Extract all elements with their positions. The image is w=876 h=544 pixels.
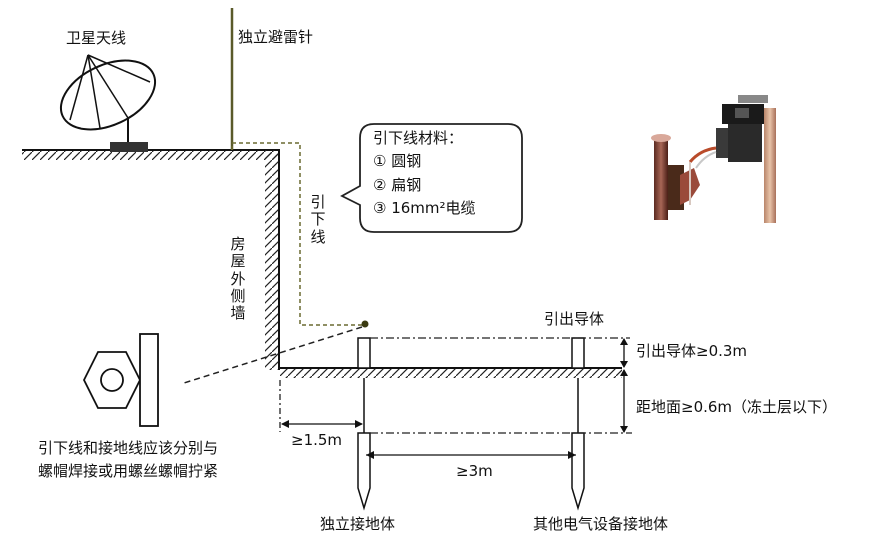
satellite-antenna-label: 卫星天线 — [66, 29, 127, 47]
ground-electrode-left — [357, 337, 371, 511]
dimension-wall-distance — [279, 380, 363, 432]
wall-distance-label: ≥1.5m — [291, 431, 343, 449]
callout-item-3: ③ 16mm²电缆 — [373, 198, 476, 217]
callout-bubble — [340, 123, 523, 233]
lead-conductor-label: 引出导体 — [544, 310, 605, 328]
nut-note-line2: 螺帽焊接或用螺丝螺帽拧紧 — [38, 462, 219, 481]
dimension-lead-height — [620, 338, 628, 368]
house-wall — [265, 150, 280, 370]
dimension-electrode-spacing — [366, 451, 576, 459]
electrode-spacing-label: ≥3m — [456, 462, 493, 480]
lead-height-label: 引出导体≥0.3m — [636, 342, 748, 360]
down-conductor-line — [231, 142, 364, 326]
depth-label: 距地面≥0.6m（冻土层以下） — [636, 398, 838, 416]
connection-point — [361, 320, 369, 328]
ground-clamp-photo — [651, 95, 776, 223]
callout-item-1: ① 圆钢 — [373, 152, 422, 171]
nut-washer-icon — [82, 333, 159, 427]
leader-line — [183, 326, 363, 384]
ground-left-label: 独立接地体 — [320, 515, 396, 533]
nut-note-line1: 引下线和接地线应该分别与 — [38, 439, 219, 457]
down-conductor-label: 引下线 — [310, 193, 326, 246]
callout-item-2: ② 扁钢 — [373, 175, 422, 194]
ground-right-label: 其他电气设备接地体 — [533, 515, 669, 533]
ground-electrode-right — [571, 337, 585, 511]
satellite-antenna-icon — [59, 54, 157, 152]
dimension-depth — [620, 369, 628, 433]
roof — [22, 149, 280, 160]
house-wall-label: 房屋外侧墙 — [230, 235, 246, 322]
callout-title: 引下线材料： — [373, 129, 464, 147]
lightning-rod-label: 独立避雷针 — [238, 28, 314, 46]
ground-surface — [280, 367, 622, 378]
callout-content: 引下线材料： ① 圆钢 ② 扁钢 ③ 16mm²电缆 — [373, 128, 476, 218]
nut-note: 引下线和接地线应该分别与 螺帽焊接或用螺丝螺帽拧紧 — [38, 438, 218, 482]
